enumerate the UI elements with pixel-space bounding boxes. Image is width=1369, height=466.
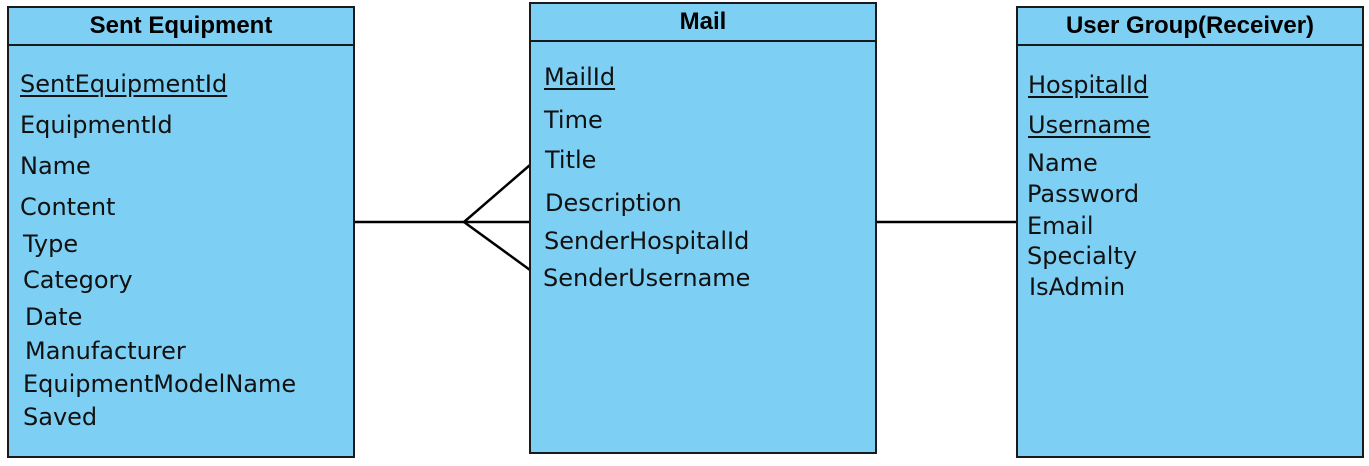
entity-title: Mail bbox=[531, 4, 875, 42]
attribute: Content bbox=[20, 193, 116, 221]
attribute: Description bbox=[545, 189, 682, 217]
attribute-key: Username bbox=[1028, 111, 1151, 139]
entity-user-group[interactable]: User Group(Receiver) HospitalId Username… bbox=[1016, 6, 1364, 458]
attribute: SenderHospitalId bbox=[544, 227, 750, 255]
attribute: Date bbox=[25, 303, 83, 331]
attribute: Name bbox=[20, 152, 91, 180]
attribute: IsAdmin bbox=[1029, 273, 1126, 301]
entity-title: Sent Equipment bbox=[9, 8, 353, 46]
attribute: Manufacturer bbox=[25, 337, 186, 365]
entity-sent-equipment[interactable]: Sent Equipment SentEquipmentId Equipment… bbox=[7, 6, 355, 458]
attribute: Name bbox=[1027, 149, 1098, 177]
attribute: Type bbox=[23, 230, 79, 258]
attribute: EquipmentId bbox=[20, 111, 173, 139]
attribute: Saved bbox=[23, 403, 98, 431]
attribute-key: MailId bbox=[544, 63, 616, 91]
attribute-key: SentEquipmentId bbox=[20, 70, 228, 98]
attribute: Time bbox=[544, 106, 603, 134]
entity-mail[interactable]: Mail MailId Time Title Description Sende… bbox=[529, 2, 877, 454]
attribute: SenderUsername bbox=[543, 264, 751, 292]
attribute: Email bbox=[1027, 212, 1094, 240]
attribute: Specialty bbox=[1027, 242, 1138, 270]
attribute: Title bbox=[545, 146, 597, 174]
attribute-key: HospitalId bbox=[1028, 71, 1149, 99]
attribute: Category bbox=[23, 266, 133, 294]
crowfoot-upper-prong bbox=[463, 164, 531, 223]
crowfoot-lower-prong bbox=[463, 220, 531, 272]
entity-title: User Group(Receiver) bbox=[1018, 8, 1362, 46]
attribute: Password bbox=[1027, 180, 1140, 208]
attribute: EquipmentModelName bbox=[23, 370, 297, 398]
